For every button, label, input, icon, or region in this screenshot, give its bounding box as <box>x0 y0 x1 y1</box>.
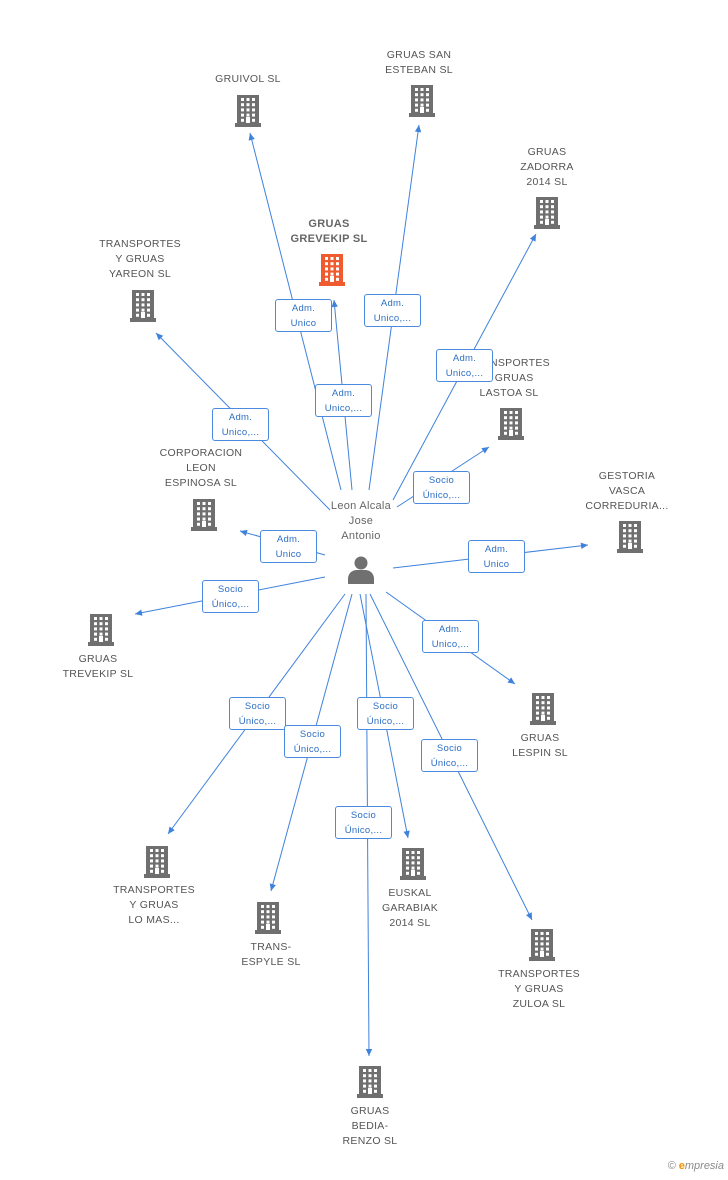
edge-role-label-transportes-lomas[interactable]: Socio Único,... <box>229 697 286 730</box>
edge-arrowhead-corporacion-leon <box>240 529 248 536</box>
edge-role-label-gruas-bedia-renzo[interactable]: Socio Único,... <box>335 806 392 839</box>
icon-layer <box>88 85 643 1098</box>
company-icon-transportes-lomas[interactable] <box>144 846 170 878</box>
company-label-trans-espyle[interactable]: TRANS- ESPYLE SL <box>241 941 301 968</box>
brand-logo-text: mpresia <box>684 1160 724 1172</box>
company-icon-gruivol[interactable] <box>235 95 261 127</box>
company-label-gruas-lespin[interactable]: GRUAS LESPIN SL <box>512 732 568 759</box>
company-icon-gruas-trevekip[interactable] <box>88 614 114 646</box>
company-label-gruas-grevekip[interactable]: GRUAS GREVEKIP SL <box>290 218 368 245</box>
edge-arrowhead-gruas-grevekip <box>331 300 338 308</box>
company-label-gruas-zadorra[interactable]: GRUAS ZADORRA 2014 SL <box>520 146 574 188</box>
edge-arrowhead-gruas-bedia-renzo <box>365 1048 373 1056</box>
edge-role-label-euskal-garabiak[interactable]: Socio Único,... <box>357 697 414 730</box>
edge-arrowhead-gruas-lespin <box>507 677 515 684</box>
company-icon-transportes-lastoa[interactable] <box>498 408 524 440</box>
edge-arrowhead-gestoria-vasca <box>580 542 588 549</box>
edge-arrowhead-gruas-zadorra <box>529 234 536 242</box>
company-label-gestoria-vasca[interactable]: GESTORIA VASCA CORREDURIA... <box>585 470 669 512</box>
company-label-corporacion-leon[interactable]: CORPORACION LEON ESPINOSA SL <box>159 447 243 489</box>
company-label-gruas-san-esteban[interactable]: GRUAS SAN ESTEBAN SL <box>385 49 453 76</box>
edge-role-label-transportes-lastoa[interactable]: Socio Único,... <box>413 471 470 504</box>
edge-role-label-gruivol[interactable]: Adm. Unico <box>275 299 332 332</box>
company-icon-gruas-zadorra[interactable] <box>534 197 560 229</box>
company-icon-gruas-grevekip[interactable] <box>319 254 345 286</box>
edge-role-label-trans-espyle[interactable]: Socio Único,... <box>284 725 341 758</box>
edge-role-label-gestoria-vasca[interactable]: Adm. Unico <box>468 540 525 573</box>
company-label-euskal-garabiak[interactable]: EUSKAL GARABIAK 2014 SL <box>381 887 439 929</box>
edge-role-label-gruas-trevekip[interactable]: Socio Único,... <box>202 580 259 613</box>
person-icon[interactable] <box>348 556 374 585</box>
edge-role-label-gruas-lespin[interactable]: Adm. Unico,... <box>422 620 479 653</box>
company-icon-trans-espyle[interactable] <box>255 902 281 934</box>
company-label-gruas-trevekip[interactable]: GRUAS TREVEKIP SL <box>62 653 134 680</box>
company-icon-gruas-san-esteban[interactable] <box>409 85 435 117</box>
edge-arrowhead-trans-espyle <box>269 883 276 891</box>
company-label-transportes-lomas[interactable]: TRANSPORTES Y GRUAS LO MAS... <box>113 884 195 926</box>
edge-arrowhead-gruivol <box>248 133 255 141</box>
company-icon-gestoria-vasca[interactable] <box>617 521 643 553</box>
company-label-gruivol[interactable]: GRUIVOL SL <box>215 73 281 85</box>
edge-role-label-transportes-yareon[interactable]: Adm. Unico,... <box>212 408 269 441</box>
company-label-transportes-yareon[interactable]: TRANSPORTES Y GRUAS YAREON SL <box>99 238 181 280</box>
company-label-gruas-bedia-renzo[interactable]: GRUAS BEDIA- RENZO SL <box>342 1105 398 1147</box>
person-name-label[interactable]: Leon Alcala Jose Antonio <box>330 500 392 542</box>
edge-arrowhead-gruas-san-esteban <box>414 125 422 133</box>
company-label-transportes-zuloa[interactable]: TRANSPORTES Y GRUAS ZULOA SL <box>498 968 580 1010</box>
edge-role-label-transportes-zuloa[interactable]: Socio Único,... <box>421 739 478 772</box>
edge-arrowhead-transportes-zuloa <box>526 912 532 920</box>
company-icon-corporacion-leon[interactable] <box>191 499 217 531</box>
edge-arrowhead-transportes-lastoa <box>481 447 489 454</box>
company-icon-gruas-lespin[interactable] <box>530 693 556 725</box>
copyright-symbol: © <box>667 1160 676 1172</box>
edge-arrowhead-gruas-trevekip <box>135 609 143 616</box>
edge-role-label-gruas-zadorra[interactable]: Adm. Unico,... <box>436 349 493 382</box>
edge-arrowhead-transportes-lomas <box>168 826 175 834</box>
edge-arrowhead-euskal-garabiak <box>403 830 410 838</box>
edge-role-label-gruas-san-esteban[interactable]: Adm. Unico,... <box>364 294 421 327</box>
company-icon-transportes-yareon[interactable] <box>130 290 156 322</box>
company-icon-transportes-zuloa[interactable] <box>529 929 555 961</box>
company-icon-gruas-bedia-renzo[interactable] <box>357 1066 383 1098</box>
copyright-watermark: © empresia <box>668 1160 724 1172</box>
edge-arrowhead-transportes-yareon <box>156 333 164 341</box>
company-icon-euskal-garabiak[interactable] <box>400 848 426 880</box>
edge-role-label-corporacion-leon[interactable]: Adm. Unico <box>260 530 317 563</box>
brand-logo-initial: e <box>678 1160 685 1172</box>
edge-role-label-gruas-grevekip[interactable]: Adm. Unico,... <box>315 384 372 417</box>
